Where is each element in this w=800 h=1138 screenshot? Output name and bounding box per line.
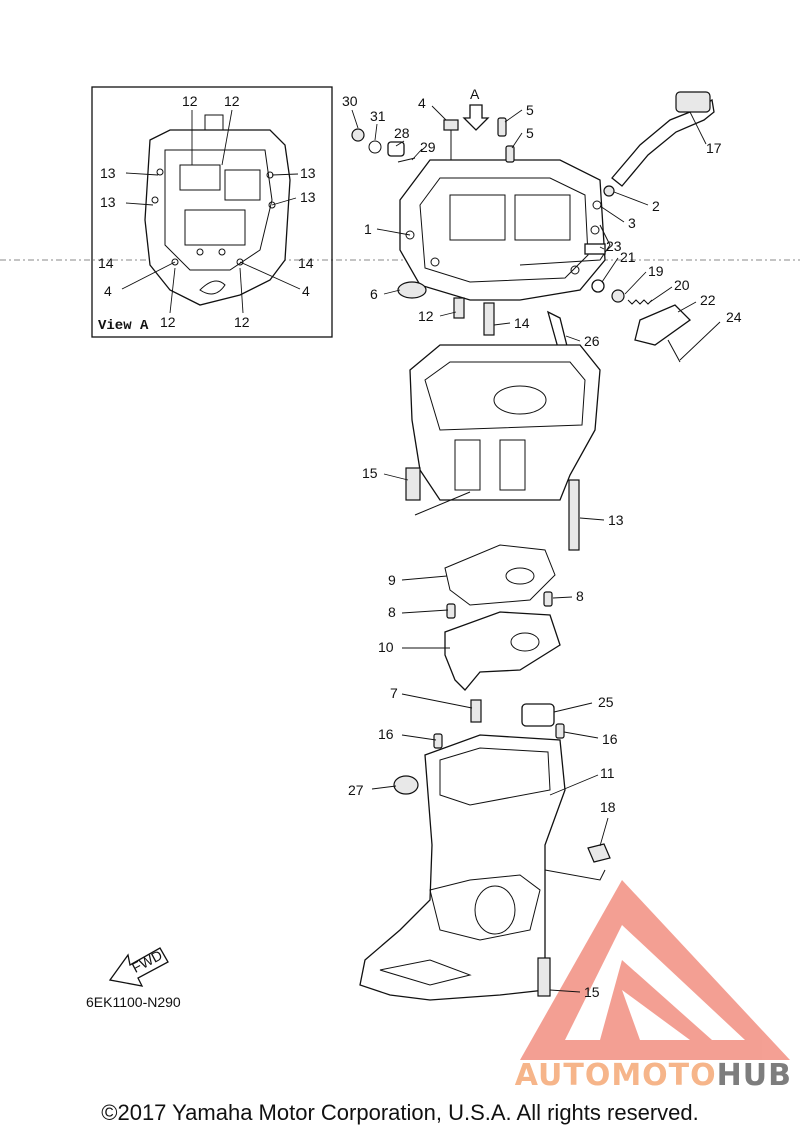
gasket-9-part — [444, 544, 556, 606]
callout-6: 6 — [370, 286, 378, 302]
view-a-callout-9: 4 — [104, 283, 112, 299]
fitting-23-part — [584, 243, 606, 255]
callout-16a: 16 — [378, 726, 394, 742]
dowel-16a-part — [433, 733, 443, 749]
callout-14: 14 — [514, 315, 530, 331]
callout-21: 21 — [620, 249, 636, 265]
view-a-label: View A — [98, 318, 149, 334]
grommet-18-part — [587, 843, 611, 863]
callout-26: 26 — [584, 333, 600, 349]
copyright-notice: ©2017 Yamaha Motor Corporation, U.S.A. A… — [101, 1100, 699, 1125]
view-a-callout-2: 12 — [224, 93, 240, 109]
seal-housing-25-part — [521, 703, 555, 727]
bolt-15a-part — [405, 467, 421, 501]
callout-30: 30 — [342, 93, 358, 109]
callout-9: 9 — [388, 572, 396, 588]
callout-2: 2 — [652, 198, 660, 214]
callout-13: 13 — [608, 512, 624, 528]
callout-31: 31 — [370, 108, 386, 124]
callout-8b: 8 — [576, 588, 584, 604]
seal-21-part — [591, 279, 605, 293]
automotohub-logo: AUTOMOTOHUB — [472, 1058, 792, 1093]
plug-30-part — [351, 128, 365, 142]
bolt-12-part — [453, 297, 465, 319]
callout-22: 22 — [700, 292, 716, 308]
callout-17: 17 — [706, 140, 722, 156]
plate-10-part — [444, 611, 561, 691]
logo-text-hub: HUB — [716, 1058, 792, 1093]
dowel-5b-part — [505, 145, 515, 163]
view-a-callout-7: 14 — [98, 255, 114, 271]
view-a-callout-10: 4 — [302, 283, 310, 299]
callout-5a: 5 — [526, 102, 534, 118]
view-a-callout-8: 14 — [298, 255, 314, 271]
callout-7: 7 — [390, 685, 398, 701]
logo-text-automoto: AUTOMOTO — [514, 1058, 717, 1093]
bolt-4-part — [443, 119, 459, 160]
view-a-callout-1: 12 — [182, 93, 198, 109]
callout-27: 27 — [348, 782, 364, 798]
callout-25: 25 — [598, 694, 614, 710]
callout-20: 20 — [674, 277, 690, 293]
bushing-27-part — [393, 775, 419, 795]
callout-5b: 5 — [526, 125, 534, 141]
bolt-15b-part — [537, 957, 551, 997]
dowel-16b-part — [555, 723, 565, 739]
bolt-7-part — [470, 699, 482, 723]
dowel-8a-part — [446, 603, 456, 619]
collar-28-part — [387, 141, 405, 157]
view-direction-arrow-icon — [462, 104, 490, 131]
valve-19-part — [611, 289, 625, 303]
water-tube-part — [611, 91, 715, 187]
dowel-5a-part — [497, 117, 507, 137]
callout-23: 23 — [606, 238, 622, 254]
callout-16b: 16 — [602, 731, 618, 747]
callout-15a: 15 — [362, 465, 378, 481]
exhaust-guide-part — [409, 344, 601, 516]
cover-22-part — [634, 304, 692, 346]
bolt-24-part — [667, 339, 681, 363]
oring-31-part — [368, 140, 382, 154]
callout-18: 18 — [600, 799, 616, 815]
callout-3: 3 — [628, 215, 636, 231]
callout-29: 29 — [420, 139, 436, 155]
fwd-arrow-icon — [108, 947, 169, 987]
washer-3-part — [592, 200, 602, 210]
view-arrow-label: A — [470, 86, 480, 102]
callout-11: 11 — [600, 765, 615, 781]
bolt-14-part — [483, 302, 495, 336]
callout-24: 24 — [726, 309, 742, 325]
callout-8a: 8 — [388, 604, 396, 620]
callout-1: 1 — [364, 221, 372, 237]
long-bolt-13-part — [568, 479, 580, 551]
callout-10: 10 — [378, 639, 394, 655]
upper-case-11-part — [359, 734, 606, 1001]
view-a-callout-3: 13 — [100, 165, 116, 181]
callout-15b: 15 — [584, 984, 600, 1000]
grommet-6-part — [397, 281, 427, 299]
view-a-callout-4: 13 — [300, 165, 316, 181]
view-a-callout-5: 13 — [100, 194, 116, 210]
callout-4: 4 — [418, 95, 426, 111]
view-a-callout-6: 13 — [300, 189, 316, 205]
view-a-inset — [91, 86, 333, 338]
view-a-callout-12: 12 — [234, 314, 250, 330]
leader-lines — [351, 105, 721, 993]
callout-19: 19 — [648, 263, 664, 279]
callout-28: 28 — [394, 125, 410, 141]
view-a-callout-11: 12 — [160, 314, 176, 330]
dowel-8b-part — [543, 591, 553, 607]
watermark-logo-icon — [520, 880, 790, 1060]
bolt-2-part — [603, 185, 615, 197]
drawing-code: 6EK1100-N290 — [86, 994, 181, 1010]
screw-29-part — [397, 157, 416, 163]
upper-casing-part — [399, 159, 611, 301]
callout-12: 12 — [418, 308, 434, 324]
spring-20-part — [627, 299, 653, 305]
